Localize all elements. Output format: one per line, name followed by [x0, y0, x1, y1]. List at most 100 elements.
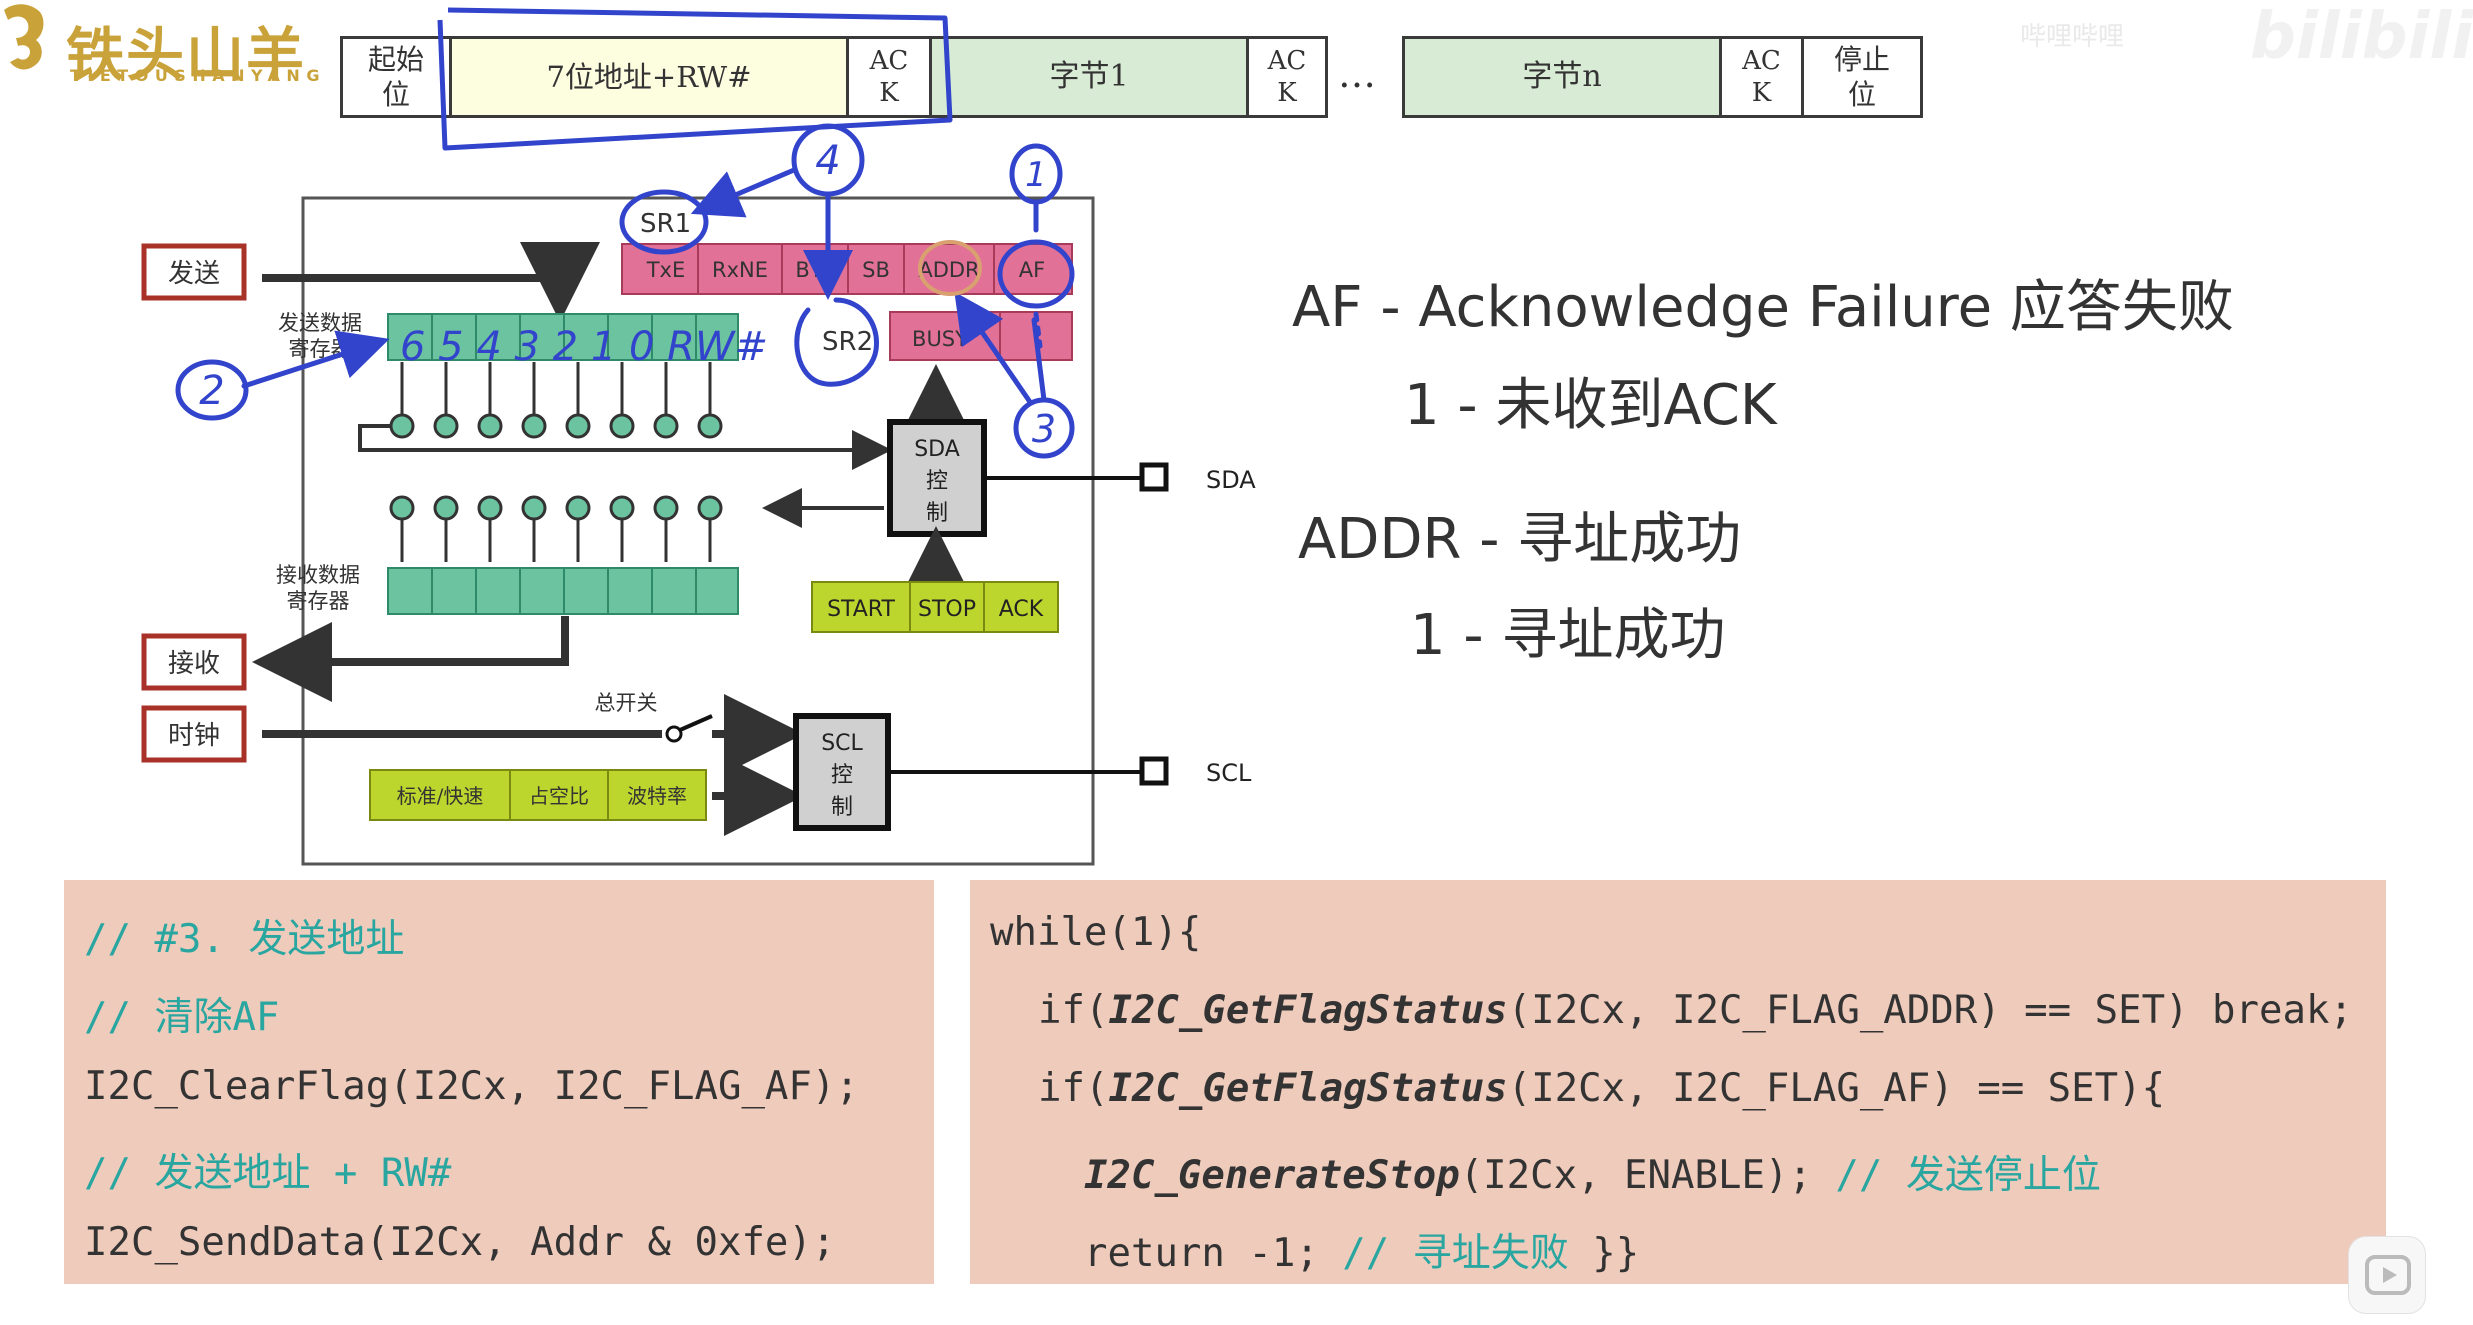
i2c-block-diagram: 发送 接收 时钟 发送数据 寄存器 [141, 123, 1256, 866]
frame-ack2-text1: AC [1267, 45, 1307, 76]
code-right-line2: if(I2C_GetFlagStatus(I2Cx, I2C_FLAG_ADDR… [1038, 988, 2353, 1033]
frame-start-text1: 起始 [367, 43, 424, 76]
logo-title: 铁头山羊 [66, 21, 307, 89]
ctrl-bit-stop: STOP [918, 597, 976, 622]
sr1-bit-sb: SB [862, 258, 890, 282]
pen-number-4: 4 [815, 138, 840, 184]
sda-pin [1139, 462, 1169, 492]
code-r2-pre: if( [1038, 988, 1109, 1033]
pen-circle-sr2 [794, 297, 879, 387]
sr2-bit-busy: BUSY [912, 327, 968, 351]
frame-address: 7位地址+RW# [449, 36, 849, 118]
code-left-line2: // 清除AF [84, 995, 280, 1040]
pen-circle-sr1 [619, 189, 709, 255]
pen-number-2: 2 [199, 368, 224, 414]
scl-control-box [793, 713, 891, 831]
addr-definition-title: ADDR - 寻址成功 [1298, 507, 1742, 572]
af-definition-title: AF - Acknowledge Failure 应答失败 [1292, 275, 2234, 340]
pen-label-sr2: SR2 [822, 327, 873, 357]
pen-number-3: 3 [1032, 407, 1056, 451]
pen-circle-addr [918, 240, 982, 296]
frame-ack1-text1: AC [869, 45, 909, 76]
tx-to-sda-line [358, 424, 892, 470]
code-r3-pre: if( [1038, 1066, 1109, 1111]
rx-reg-label1: 接收数据 [276, 563, 360, 587]
frame-stop-text2: 位 [1847, 78, 1876, 111]
goat-logo-icon [4, 4, 44, 70]
code-block-left: // #3. 发送地址 // 清除AF I2C_ClearFlag(I2Cx, … [64, 880, 934, 1284]
logo-subtitle: TIETOUSHANYANG [70, 66, 326, 85]
code-r4-fn: I2C_GenerateStop [1084, 1153, 1460, 1198]
clock-config-register [369, 769, 707, 821]
scl-ctrl-text3: 制 [831, 795, 853, 820]
tx-reg-label1: 发送数据 [278, 311, 362, 335]
af-definition-value: 1 - 未收到ACK [1404, 373, 1777, 438]
code-right-line1: while(1){ [990, 910, 1202, 955]
scl-pin [1139, 756, 1169, 786]
frame-stop-bit: 停止位 [1801, 36, 1923, 118]
code-right-line5: return -1; // 寻址失败 }} [1084, 1222, 1639, 1278]
master-switch-label: 总开关 [595, 691, 658, 715]
sda-ctrl-text1: SDA [914, 437, 960, 462]
code-left-line5: I2C_SendData(I2Cx, Addr & 0xfe); [84, 1220, 836, 1265]
clock-bit-baud: 波特率 [627, 784, 687, 808]
frame-byte-n: 字节n [1402, 36, 1722, 118]
control-register [811, 581, 1059, 633]
ctrl-bit-start: START [827, 597, 895, 622]
code-r5-comment: // 寻址失败 [1342, 1231, 1569, 1276]
sda-ctrl-text2: 控 [926, 469, 948, 494]
frame-start-text2: 位 [381, 78, 410, 111]
send-label: 发送 [168, 259, 220, 289]
code-left-line1: // #3. 发送地址 [84, 917, 405, 962]
addr-definition-value: 1 - 寻址成功 [1410, 603, 1726, 668]
frame-byten-text: 字节n [1522, 59, 1602, 95]
rx-data-register [387, 567, 739, 615]
sr1-bit-txe: TxE [646, 258, 686, 282]
watermark-small: 哔哩哔哩 [2020, 22, 2125, 52]
frame-stop-text1: 停止 [1833, 43, 1890, 76]
frame-ack3-text1: AC [1742, 45, 1781, 76]
rx-reg-label2: 寄存器 [287, 589, 350, 613]
code-block-right: while(1){ if(I2C_GetFlagStatus(I2Cx, I2C… [970, 880, 2386, 1284]
rx-bit-arrows [400, 520, 712, 562]
play-button[interactable] [2348, 1236, 2426, 1314]
pen-label-sr1: SR1 [640, 209, 691, 239]
clock-label: 时钟 [168, 721, 220, 751]
clock-bit-duty: 占空比 [529, 784, 589, 808]
frame-byte1-text: 字节1 [1049, 59, 1129, 95]
tx-reg-label2: 寄存器 [289, 337, 352, 361]
code-right-line4: I2C_GenerateStop(I2Cx, ENABLE); // 发送停止位 [1084, 1144, 2101, 1200]
play-icon [2365, 1255, 2411, 1295]
master-switch [665, 725, 683, 743]
bilibili-watermark: bilibili [2250, 0, 2473, 74]
pen-bits-written: 6 5 4 3 2 1 0 RW# [400, 324, 768, 370]
scl-ctrl-text2: 控 [831, 763, 853, 788]
code-right-line3: if(I2C_GetFlagStatus(I2Cx, I2C_FLAG_AF) … [1038, 1066, 2165, 1111]
clock-bit-mode: 标准/快速 [397, 784, 484, 808]
frame-ack2-text2: K [1277, 78, 1297, 108]
tx-shift-register [389, 413, 723, 439]
code-r5-pre: return -1; [1084, 1231, 1343, 1276]
code-r4-post: (I2Cx, ENABLE); [1459, 1153, 1836, 1198]
frame-byte-1: 字节1 [929, 36, 1249, 118]
scl-ctrl-text1: SCL [821, 731, 863, 756]
sr1-bit-af: AF [1019, 258, 1045, 282]
recv-arrow [252, 616, 569, 702]
ctrl-bit-ack: ACK [999, 597, 1044, 622]
sda-ctrl-text3: 制 [926, 501, 948, 526]
frame-ack1-text2: K [879, 78, 899, 108]
sr1-bit-rxne: RxNE [712, 258, 768, 282]
code-left-line4: // 发送地址 + RW# [84, 1151, 452, 1196]
code-left-line3: I2C_ClearFlag(I2Cx, I2C_FLAG_AF); [84, 1064, 859, 1109]
send-label-box [141, 243, 247, 301]
code-r2-fn: I2C_GetFlagStatus [1108, 988, 1508, 1033]
recv-label-box [141, 633, 247, 691]
scl-pin-label: SCL [1206, 759, 1252, 787]
tx-bit-arrows [400, 362, 712, 414]
sda-pin-label: SDA [1206, 466, 1256, 494]
pen-number-2-circle [175, 359, 249, 421]
code-r3-fn: I2C_GetFlagStatus [1108, 1066, 1508, 1111]
recv-label: 接收 [168, 649, 220, 679]
